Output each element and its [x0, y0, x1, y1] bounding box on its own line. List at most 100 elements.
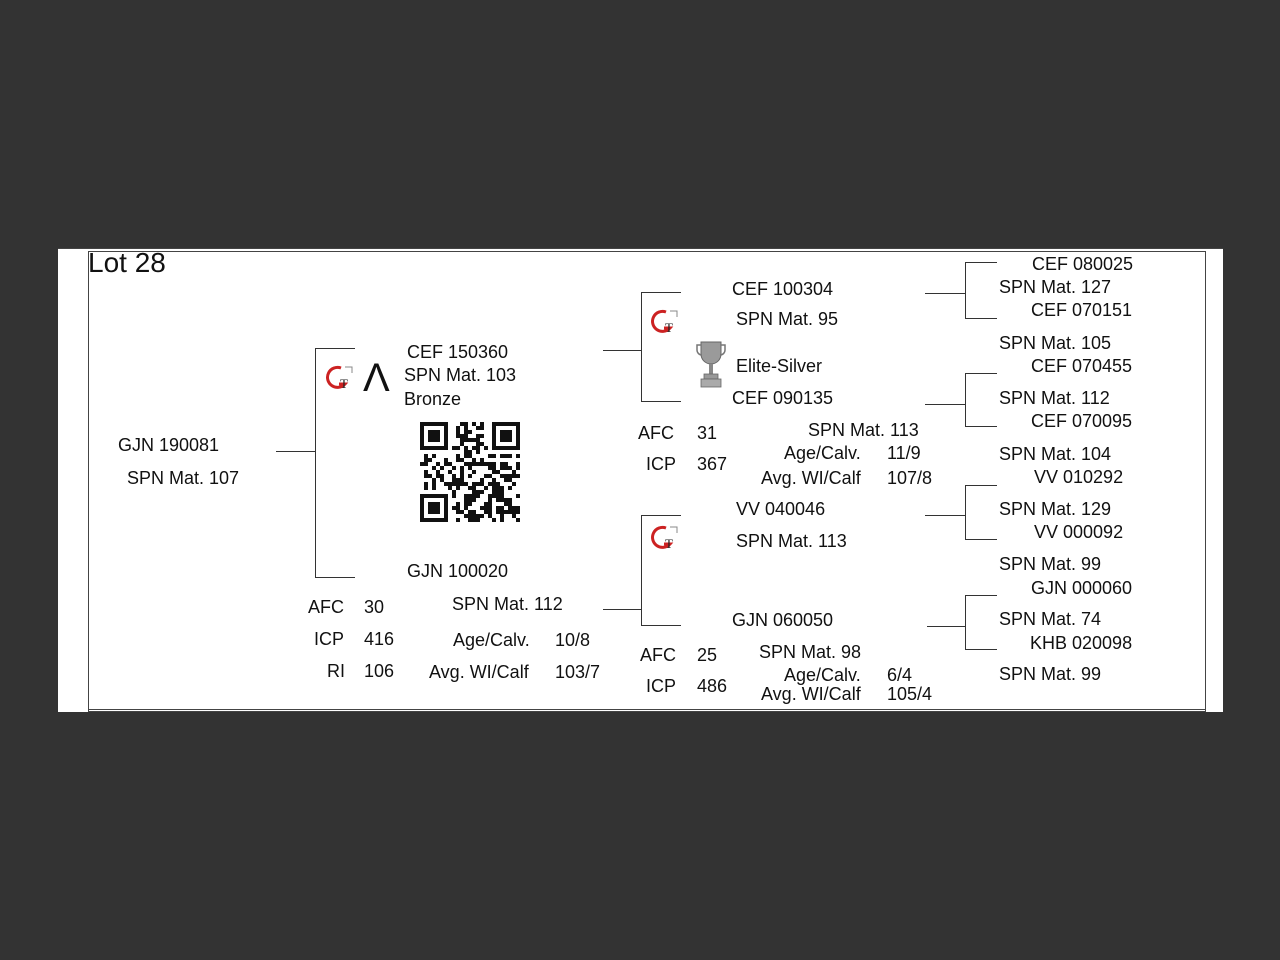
connector-dam — [603, 609, 641, 610]
connector-subject — [276, 451, 316, 452]
dam-afc-label: AFC — [308, 597, 344, 617]
bracket-sire-bottom — [641, 401, 681, 402]
sire-id: CEF 150360 — [407, 342, 509, 362]
dam-spn: SPN Mat. 112 — [452, 594, 563, 614]
bracket-g3-2-bottom — [965, 426, 997, 427]
bracket-g3-1-top — [965, 262, 997, 263]
sire-spn: SPN Mat. 103 — [404, 365, 517, 385]
sire-dam-afc: 31 — [697, 423, 718, 443]
dam-dam-spn: SPN Mat. 98 — [759, 642, 862, 662]
bracket-g3-1 — [965, 262, 966, 319]
g3-3-id: CEF 070455 — [1031, 356, 1133, 376]
frame-left — [88, 251, 89, 711]
g3-7-id: GJN 000060 — [1031, 578, 1133, 598]
frame-bottom-outer — [88, 711, 1206, 712]
svg-text:T: T — [340, 376, 348, 391]
bracket-dam-bottom — [641, 625, 681, 626]
frame-top-inner — [88, 251, 1206, 252]
pedigree-sheet: Lot 28 GJN 190081 SPN Mat. 107 T Λ CEF 1… — [58, 248, 1223, 712]
subject-id: GJN 190081 — [118, 435, 220, 455]
bracket-g3-4-top — [965, 595, 997, 596]
dam-icp-label: ICP — [314, 629, 345, 649]
g3-6-spn: SPN Mat. 99 — [999, 554, 1102, 574]
trophy-icon — [696, 341, 726, 388]
dam-dam-id: GJN 060050 — [732, 610, 834, 630]
sire-dam-afc-label: AFC — [638, 423, 674, 443]
connector-sire — [603, 350, 641, 351]
g3-2-id: CEF 070151 — [1031, 300, 1133, 320]
sire-marker: Λ — [363, 356, 390, 400]
sire-dam-id: CEF 090135 — [732, 388, 834, 408]
bracket-g3-4-bottom — [965, 649, 997, 650]
bracket-g3-2-top — [965, 373, 997, 374]
dam-dam-afc-label: AFC — [640, 645, 676, 665]
g3-5-spn: SPN Mat. 129 — [999, 499, 1112, 519]
dam-dam-wi: 105/4 — [887, 684, 933, 704]
dam-dam-wi-label: Avg. WI/Calf — [761, 684, 861, 704]
dam-age-label: Age/Calv. — [453, 630, 530, 650]
g3-3-spn: SPN Mat. 112 — [999, 388, 1110, 408]
lot-title: Lot 28 — [88, 247, 166, 278]
bracket-sire-top — [641, 292, 681, 293]
gt-logo-icon: T — [651, 309, 678, 335]
svg-text:T: T — [665, 320, 673, 335]
dam-dam-afc: 25 — [697, 645, 718, 665]
dam-icp: 416 — [364, 629, 395, 649]
bracket-g3-4 — [965, 595, 966, 650]
bracket-gen1-top — [315, 348, 355, 349]
connector-g3-1 — [925, 293, 966, 294]
sire-sire-id: CEF 100304 — [732, 279, 834, 299]
g3-8-spn: SPN Mat. 99 — [999, 664, 1102, 684]
g3-4-spn: SPN Mat. 104 — [999, 444, 1112, 464]
connector-g3-3 — [925, 515, 966, 516]
dam-wi-label: Avg. WI/Calf — [429, 662, 529, 682]
g3-4-id: CEF 070095 — [1031, 411, 1133, 431]
bracket-g3-3 — [965, 485, 966, 540]
sire-dam-spn: SPN Mat. 113 — [808, 420, 919, 440]
sire-dam-icp-label: ICP — [646, 454, 677, 474]
bracket-g3-1-bottom — [965, 318, 997, 319]
dam-afc: 30 — [364, 597, 385, 617]
dam-dam-age-label: Age/Calv. — [784, 665, 861, 685]
dam-dam-icp-label: ICP — [646, 676, 677, 696]
bracket-g3-2 — [965, 373, 966, 427]
bracket-g3-3-bottom — [965, 539, 997, 540]
dam-sire-spn: SPN Mat. 113 — [736, 531, 847, 551]
g3-1-spn: SPN Mat. 127 — [999, 277, 1112, 297]
bracket-dam-top — [641, 515, 681, 516]
dam-age: 10/8 — [555, 630, 591, 650]
g3-5-id: VV 010292 — [1034, 467, 1124, 487]
g3-1-id: CEF 080025 — [1032, 254, 1134, 274]
sire-dam-wi-label: Avg. WI/Calf — [761, 468, 861, 488]
g3-7-spn: SPN Mat. 74 — [999, 609, 1102, 629]
sire-sire-spn: SPN Mat. 95 — [736, 309, 839, 329]
connector-g3-2 — [925, 404, 966, 405]
g3-6-id: VV 000092 — [1034, 522, 1124, 542]
bracket-g3-3-top — [965, 485, 997, 486]
frame-right — [1205, 251, 1206, 711]
sire-award: Bronze — [404, 389, 462, 409]
connector-g3-4 — [927, 626, 966, 627]
gt-logo-icon: T — [326, 365, 353, 391]
dam-id: GJN 100020 — [407, 561, 509, 581]
g3-2-spn: SPN Mat. 105 — [999, 333, 1112, 353]
subject-spn: SPN Mat. 107 — [127, 468, 240, 488]
bracket-sire — [641, 292, 642, 402]
svg-text:T: T — [665, 536, 673, 551]
dam-ri: 106 — [364, 661, 395, 681]
dam-wi: 103/7 — [555, 662, 601, 682]
frame-bottom — [88, 709, 1206, 710]
bracket-gen1-bottom — [315, 577, 355, 578]
gt-logo-icon: T — [651, 525, 678, 551]
sire-dam-age: 11/9 — [887, 443, 921, 463]
frame-top — [58, 248, 1223, 249]
dam-dam-icp: 486 — [697, 676, 728, 696]
g3-8-id: KHB 020098 — [1030, 633, 1133, 653]
sire-dam-icp: 367 — [697, 454, 728, 474]
dam-sire-id: VV 040046 — [736, 499, 826, 519]
dam-ri-label: RI — [327, 661, 345, 681]
qr-code — [420, 422, 520, 522]
sire-sire-award: Elite-Silver — [736, 356, 823, 376]
sire-dam-wi: 107/8 — [887, 468, 933, 488]
dam-dam-age: 6/4 — [887, 665, 913, 685]
